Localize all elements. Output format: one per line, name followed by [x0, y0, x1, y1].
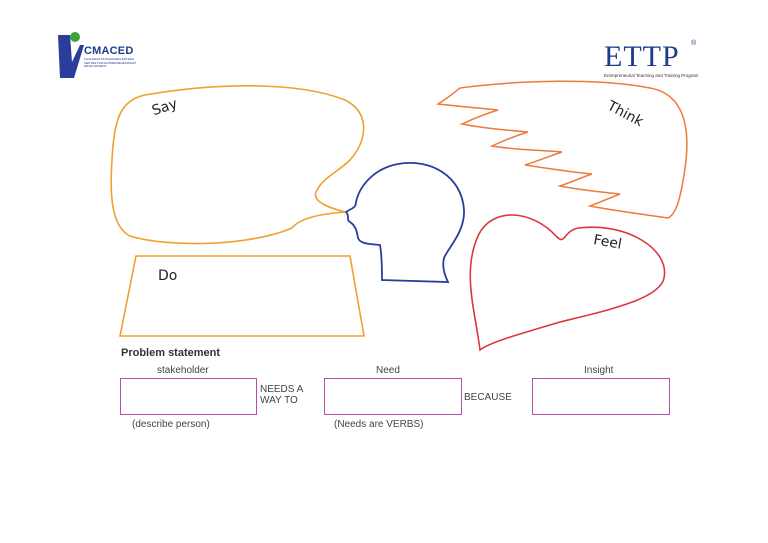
need-hint: (Needs are VERBS) [334, 419, 424, 430]
ettp-logo-name: ETTP [604, 40, 680, 73]
stakeholder-hint: (describe person) [132, 419, 210, 430]
stakeholder-label: stakeholder [157, 365, 209, 376]
because-connector: BECAUSE [464, 392, 512, 403]
problem-statement-title: Problem statement [121, 347, 221, 359]
say-bubble[interactable] [110, 85, 365, 245]
cmaced-logo-mark [58, 32, 84, 78]
ettp-registered-mark: ® [691, 40, 697, 47]
stakeholder-input-box[interactable] [120, 378, 257, 415]
need-input-box[interactable] [324, 378, 462, 415]
cmaced-logo-subtitle: CHALDEAN MUSLIMANDA ENTERA CENTRE FOR EN… [84, 57, 137, 68]
insight-label: Insight [584, 365, 614, 376]
do-label: Do [158, 268, 178, 284]
need-label: Need [376, 365, 400, 376]
do-box[interactable] [119, 255, 365, 337]
think-bubble[interactable] [435, 80, 688, 219]
head-profile-icon [344, 162, 465, 283]
ettp-logo-subtitle: Entrepreneurial Teaching and Training Pr… [604, 73, 699, 78]
cmaced-logo-name: CMACED [84, 45, 134, 57]
feel-heart[interactable] [469, 214, 666, 352]
insight-input-box[interactable] [532, 378, 670, 415]
needs-a-way-to-connector: NEEDS A WAY TO [260, 384, 304, 406]
